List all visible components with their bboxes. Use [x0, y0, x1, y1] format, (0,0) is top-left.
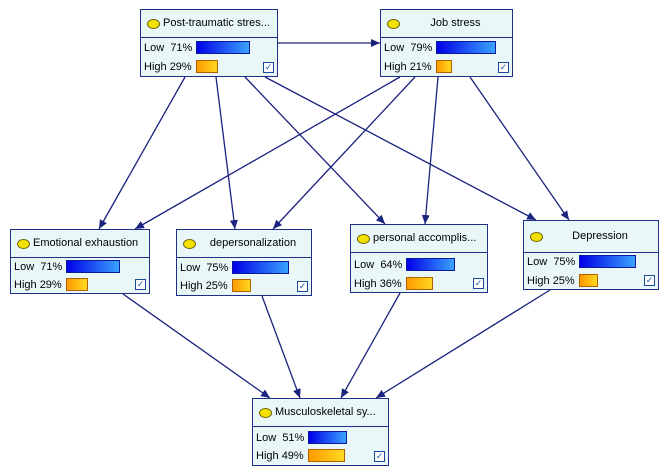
edge-depression-to-musculo	[375, 289, 551, 399]
probability-bar-low	[196, 41, 250, 54]
node-ellipse-icon	[530, 232, 543, 242]
node-depression[interactable]: Depression Low 75% High 25% ✓	[523, 220, 659, 290]
node-title: Job stress	[430, 17, 481, 29]
node-title: Emotional exhaustion	[33, 237, 139, 249]
node-ellipse-icon	[183, 239, 196, 249]
node-title: Musculoskeletal sy...	[275, 406, 376, 418]
node-title: personal accomplis...	[373, 232, 477, 244]
checkbox-icon[interactable]: ✓	[473, 278, 484, 289]
edge-deperson-to-musculo	[261, 295, 301, 399]
node-ellipse-icon	[147, 19, 160, 29]
node-title: Post-traumatic stres...	[163, 17, 270, 29]
checkbox-icon[interactable]: ✓	[297, 281, 308, 292]
probability-bar-low	[579, 255, 636, 268]
edge-job-to-personal	[421, 76, 439, 225]
probability-bar-low	[406, 258, 455, 271]
probability-bar-high	[308, 449, 345, 462]
edge-ptsd-to-emotional	[98, 76, 186, 230]
edge-job-to-emotional	[134, 76, 401, 230]
checkbox-icon[interactable]: ✓	[263, 62, 274, 73]
edge-ptsd-to-deperson	[215, 76, 238, 230]
checkbox-icon[interactable]: ✓	[135, 279, 146, 290]
probability-bar-high	[406, 277, 433, 290]
node-ellipse-icon	[357, 234, 370, 244]
edge-personal-to-musculo	[340, 292, 401, 399]
node-job-stress[interactable]: Job stress Low 79% High 21% ✓	[380, 9, 513, 77]
node-post-traumatic-stress[interactable]: Post-traumatic stres... Low 71% High 29%…	[140, 9, 278, 77]
node-ellipse-icon	[387, 19, 400, 29]
probability-bar-low	[308, 431, 347, 444]
probability-bar-low	[436, 41, 496, 54]
node-ellipse-icon	[17, 239, 30, 249]
checkbox-icon[interactable]: ✓	[498, 62, 509, 73]
probability-bar-low	[232, 261, 289, 274]
probability-bar-high	[66, 278, 88, 291]
probability-bar-high	[232, 279, 251, 292]
node-musculoskeletal[interactable]: Musculoskeletal sy... Low 51% High 49% ✓	[252, 398, 389, 466]
probability-bar-low	[66, 260, 120, 273]
edge-job-to-depression	[469, 76, 570, 221]
node-emotional-exhaustion[interactable]: Emotional exhaustion Low 71% High 29% ✓	[10, 229, 150, 294]
edge-emotional-to-musculo	[122, 293, 271, 399]
node-title: depersonalization	[209, 237, 297, 249]
probability-bar-high	[579, 274, 598, 287]
node-title: Depression	[572, 230, 628, 242]
probability-bar-high	[196, 60, 218, 73]
edge-job-to-deperson	[272, 76, 416, 230]
probability-bar-high	[436, 60, 452, 73]
edge-ptsd-to-depression	[264, 76, 537, 221]
node-depersonalization[interactable]: depersonalization Low 75% High 25% ✓	[176, 229, 312, 296]
checkbox-icon[interactable]: ✓	[374, 451, 385, 462]
node-personal-accomplishment[interactable]: personal accomplis... Low 64% High 36% ✓	[350, 224, 488, 293]
edge-ptsd-to-personal	[244, 76, 386, 225]
node-ellipse-icon	[259, 408, 272, 418]
checkbox-icon[interactable]: ✓	[644, 275, 655, 286]
